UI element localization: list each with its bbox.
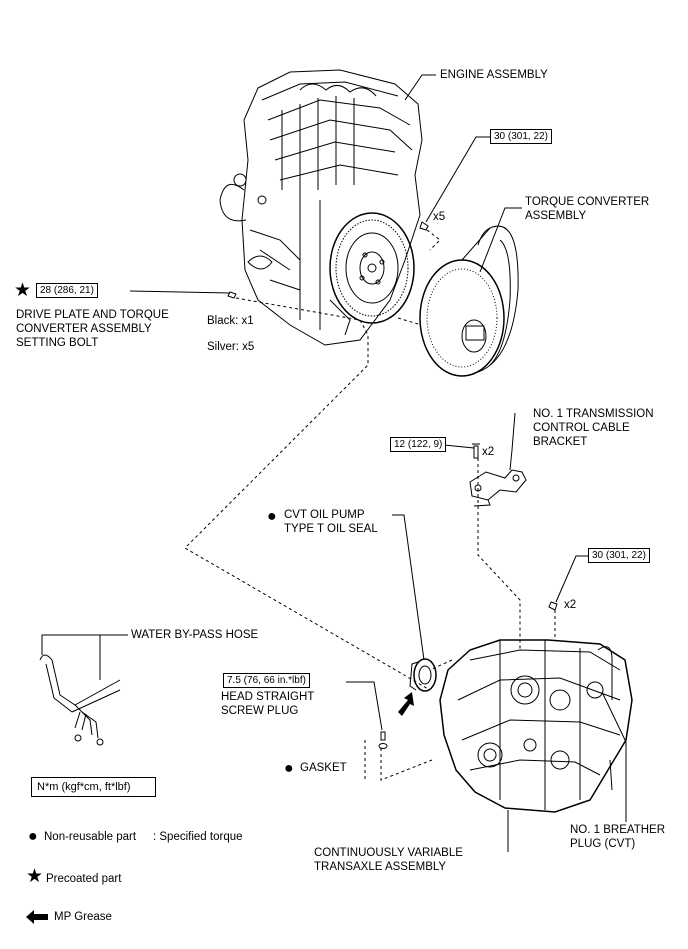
transaxle-assembly-drawing — [439, 639, 633, 813]
breather-plug-label: NO. 1 BREATHER PLUG (CVT) — [570, 824, 665, 850]
black-count-label: Black: x1 — [207, 315, 254, 327]
unit-legend-box: N*m (kgf*cm, ft*lbf) — [31, 777, 156, 797]
grease-arrow-icon — [398, 692, 414, 716]
torque-converter-label: TORQUE CONVERTER ASSEMBLY — [525, 196, 650, 222]
alignment-dashed-lines — [184, 229, 556, 781]
cable-bracket-label: NO. 1 TRANSMISSION CONTROL CABLE BRACKET — [533, 408, 654, 448]
oil-seal-label: CVT OIL PUMP TYPE T OIL SEAL — [284, 509, 378, 535]
bracket-bolt-count: x2 — [482, 446, 495, 458]
star-icon: ★ — [14, 280, 32, 301]
torque-box-bracket-bolts: 12 (122, 9) — [390, 437, 447, 452]
engine-assembly-drawing — [219, 69, 423, 346]
filled-circle-icon: ● — [284, 760, 294, 777]
engine-assembly-label: ENGINE ASSEMBLY — [440, 69, 548, 81]
non-reusable-legend-label: Non-reusable part — [44, 831, 137, 843]
bolt-icons — [227, 221, 558, 749]
non-reusable-legend-icon: ● — [28, 828, 38, 845]
torque-box-transaxle-bolts: 30 (301, 22) — [588, 548, 650, 563]
torque-converter-drawing — [419, 225, 519, 377]
precoated-legend-icon: ★ — [26, 866, 44, 887]
mp-grease-legend-label: MP Grease — [54, 911, 112, 923]
flywheel-drawing — [329, 212, 415, 324]
transaxle-label: CONTINUOUSLY VARIABLE TRANSAXLE ASSEMBLY — [314, 847, 463, 873]
filled-circle-icon: ● — [267, 508, 277, 525]
torque-box-engine-bolts: 30 (301, 22) — [490, 129, 552, 144]
precoated-legend-label: Precoated part — [46, 873, 122, 885]
specified-torque-legend-label: : Specified torque — [153, 831, 243, 843]
gasket-label: GASKET — [300, 762, 347, 774]
oil-seal-drawing — [409, 658, 437, 692]
mp-grease-legend-icon — [26, 910, 48, 924]
torque-box-drive-plate: 28 (286, 21) — [36, 283, 98, 298]
leader-lines — [41, 74, 627, 852]
engine-bolt-count: x5 — [433, 211, 446, 223]
water-bypass-hose-drawing — [39, 654, 121, 746]
head-plug-label: HEAD STRAIGHT SCREW PLUG — [221, 691, 315, 717]
transaxle-bolt-count: x2 — [564, 599, 577, 611]
water-hose-label: WATER BY-PASS HOSE — [131, 629, 259, 641]
silver-count-label: Silver: x5 — [207, 341, 255, 353]
torque-box-screw-plug: 7.5 (76, 66 in.*lbf) — [223, 673, 310, 688]
drive-plate-bolt-label: DRIVE PLATE AND TORQUE CONVERTER ASSEMBL… — [16, 309, 169, 349]
